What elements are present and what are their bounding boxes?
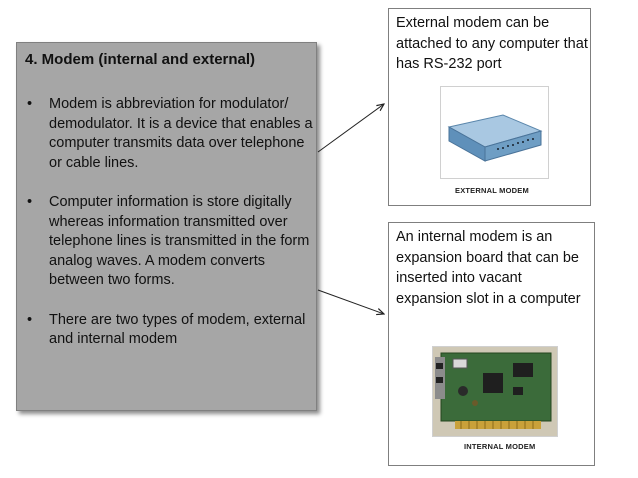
bullet-item: • Modem is abbreviation for modulator/ de…: [25, 95, 315, 173]
bullet-item: • There are two types of modem, external …: [25, 311, 315, 350]
internal-modem-text: An internal modem is an expansion board …: [396, 229, 581, 307]
bullet-text: Modem is abbreviation for modulator/ dem…: [49, 96, 313, 171]
internal-modem-image: [432, 346, 558, 437]
panel-title: 4. Modem (internal and external): [25, 51, 256, 68]
arrow-to-internal: [317, 289, 384, 314]
internal-modem-card: An internal modem is an expansion board …: [388, 222, 595, 466]
arrow-to-external: [317, 104, 384, 153]
internal-modem-caption: INTERNAL MODEM: [464, 442, 536, 451]
bullet-marker: •: [27, 193, 33, 210]
bullet-item: • Computer information is store digitally…: [25, 193, 315, 291]
bullet-list: • Modem is abbreviation for modulator/ de…: [25, 95, 315, 369]
bullet-text: There are two types of modem, external a…: [49, 311, 306, 348]
bullet-marker: •: [27, 96, 33, 112]
modem-info-panel: 4. Modem (internal and external) • Modem …: [16, 42, 317, 411]
external-modem-caption: EXTERNAL MODEM: [455, 186, 529, 195]
bullet-text: Computer information is store digitally …: [49, 193, 310, 289]
bullet-marker: •: [27, 311, 33, 328]
external-modem-card: External modem can be attached to any co…: [388, 8, 591, 206]
external-modem-text: External modem can be attached to any co…: [396, 15, 588, 72]
external-modem-image: [440, 86, 549, 179]
